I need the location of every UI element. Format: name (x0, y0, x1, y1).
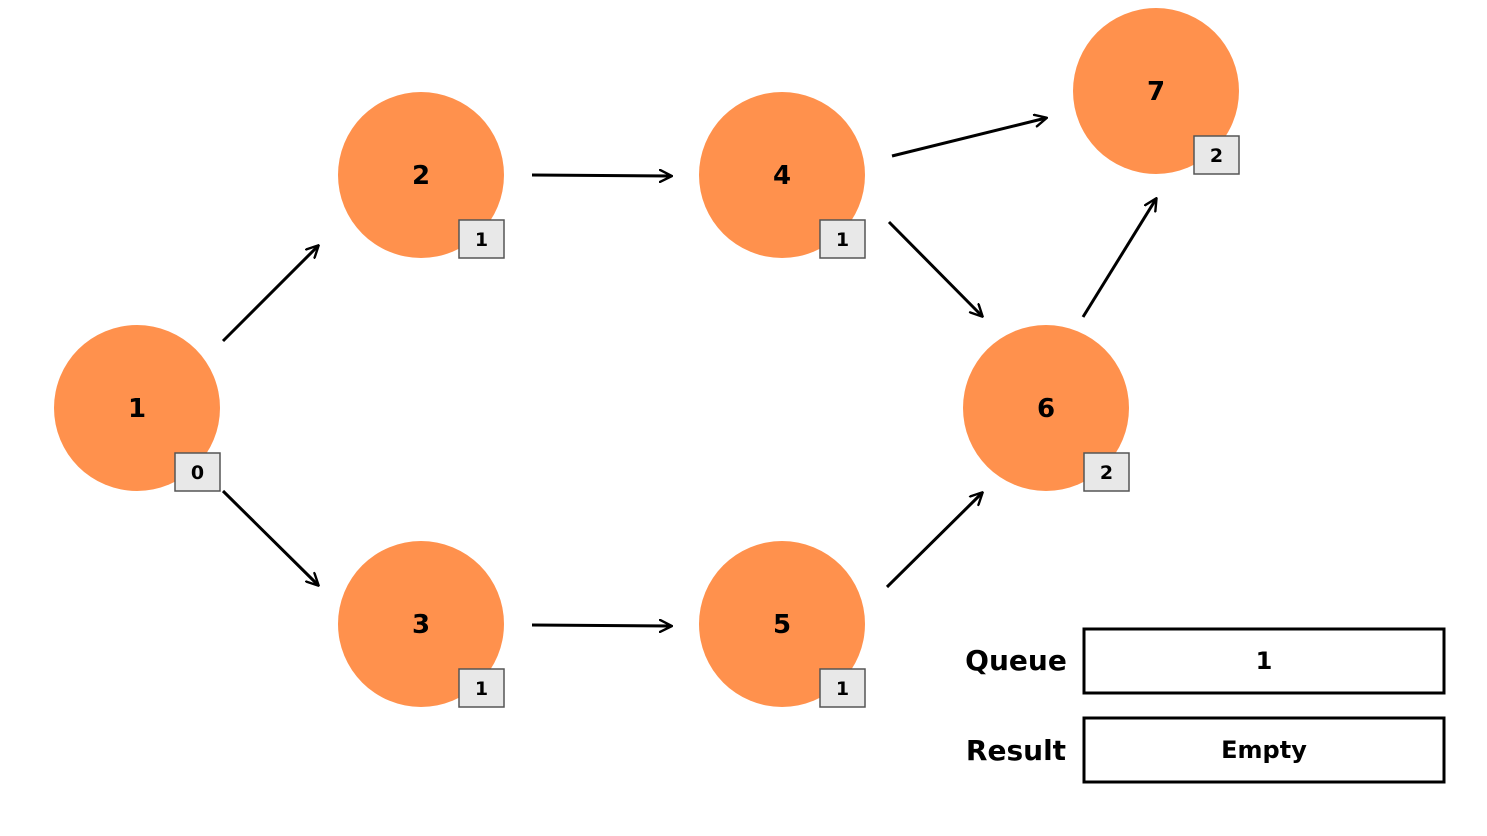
node-circle (54, 325, 220, 491)
node-label: 4 (773, 161, 791, 191)
node-5: 51 (699, 541, 866, 708)
node-label: 7 (1147, 77, 1165, 107)
node-label: 1 (128, 394, 146, 424)
node-circle (963, 325, 1129, 491)
result-label: Result (966, 734, 1066, 767)
edge-6-7 (1081, 199, 1156, 318)
edge-4-6 (887, 220, 982, 316)
node-6: 62 (963, 325, 1130, 492)
node-7: 72 (1073, 8, 1240, 175)
indegree-badge-value: 1 (836, 678, 849, 700)
indegree-badge (1193, 135, 1240, 175)
edge-5-6 (885, 493, 982, 589)
edge-2-4 (531, 175, 671, 176)
queue-label: Queue (965, 644, 1067, 677)
result-value: Empty (1221, 736, 1307, 764)
node-label: 6 (1037, 394, 1055, 424)
node-label: 3 (412, 610, 430, 640)
node-4: 41 (699, 92, 866, 259)
edge-1-2 (221, 246, 318, 343)
node-1: 10 (54, 325, 221, 492)
node-circle (338, 92, 504, 258)
indegree-badge-value: 2 (1210, 145, 1223, 167)
node-label: 2 (412, 161, 430, 191)
indegree-badge (458, 219, 505, 259)
edges-layer (221, 118, 1156, 626)
indegree-badge-value: 1 (475, 229, 488, 251)
indegree-badge (1083, 452, 1130, 492)
node-circle (699, 541, 865, 707)
node-circle (699, 92, 865, 258)
node-circle (338, 541, 504, 707)
indegree-badge (458, 668, 505, 708)
indegree-badge-value: 0 (191, 462, 204, 484)
node-2: 21 (338, 92, 505, 259)
queue-value: 1 (1256, 647, 1273, 675)
edge-1-3 (221, 489, 318, 585)
indegree-badge-value: 1 (475, 678, 488, 700)
indegree-badge-value: 2 (1100, 462, 1113, 484)
indegree-badge (819, 668, 866, 708)
edge-4-7 (891, 118, 1046, 158)
indegree-badge-value: 1 (836, 229, 849, 251)
result-box (1082, 716, 1446, 784)
node-label: 5 (773, 610, 791, 640)
edge-3-5 (531, 625, 671, 626)
indegree-badge (819, 219, 866, 259)
node-circle (1073, 8, 1239, 174)
queue-box (1082, 627, 1446, 695)
node-3: 31 (338, 541, 505, 708)
status-panel: Queue 1 Result Empty (965, 627, 1446, 784)
indegree-badge (174, 452, 221, 492)
